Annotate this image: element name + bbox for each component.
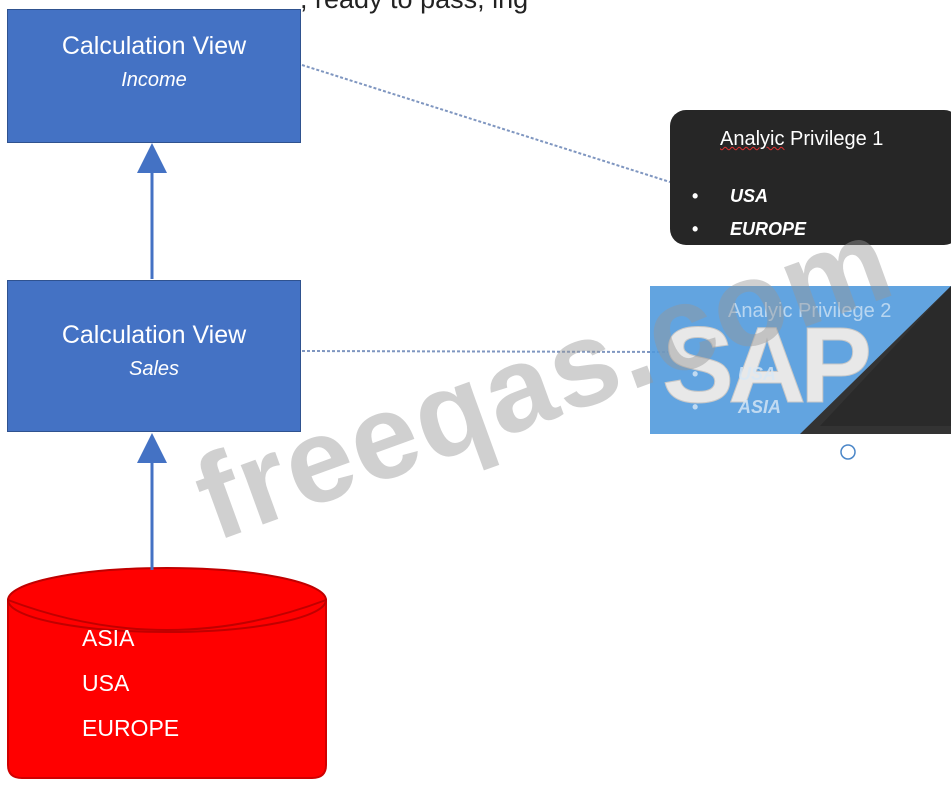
database-cylinder xyxy=(7,567,327,779)
list-item: •EUROPE xyxy=(692,219,807,239)
calc-view-sales-subtitle: Sales xyxy=(128,358,180,380)
privilege-2-title: Analyic Privilege 2 xyxy=(728,300,892,322)
privilege-1-list: •USA •EUROPE xyxy=(692,186,806,252)
calc-view-income-subtitle: Income xyxy=(121,69,187,91)
database-item-europe: EUROPE xyxy=(82,715,180,741)
analytic-privilege-2: Analyic Privilege 2 •USA •ASIA xyxy=(650,286,951,434)
sap-logo: SAP xyxy=(650,286,951,460)
database-item-usa: USA xyxy=(82,670,130,696)
privilege-1-title: Analyic Privilege 1 xyxy=(720,128,884,150)
calc-view-income-title: Calculation View xyxy=(61,32,247,60)
connector-sales-privilege2 xyxy=(301,350,669,353)
list-item: •USA xyxy=(692,186,769,206)
database-item-asia: ASIA xyxy=(82,625,135,651)
list-item: •USA xyxy=(692,364,777,384)
calc-view-income: Calculation View Income xyxy=(7,9,301,143)
calc-view-sales-title: Calculation View xyxy=(61,321,247,349)
calc-view-sales: Calculation View Sales xyxy=(7,280,301,432)
connector-income-privilege1 xyxy=(301,64,671,183)
privilege-2-list: •USA •ASIA xyxy=(692,364,781,430)
clipped-header-text: , ready to pass, ing xyxy=(300,0,760,14)
sap-logo-text: SAP xyxy=(662,304,869,425)
analytic-privilege-1: Analyic Privilege 1 •USA •EUROPE xyxy=(670,110,951,245)
list-item: •ASIA xyxy=(692,397,782,417)
